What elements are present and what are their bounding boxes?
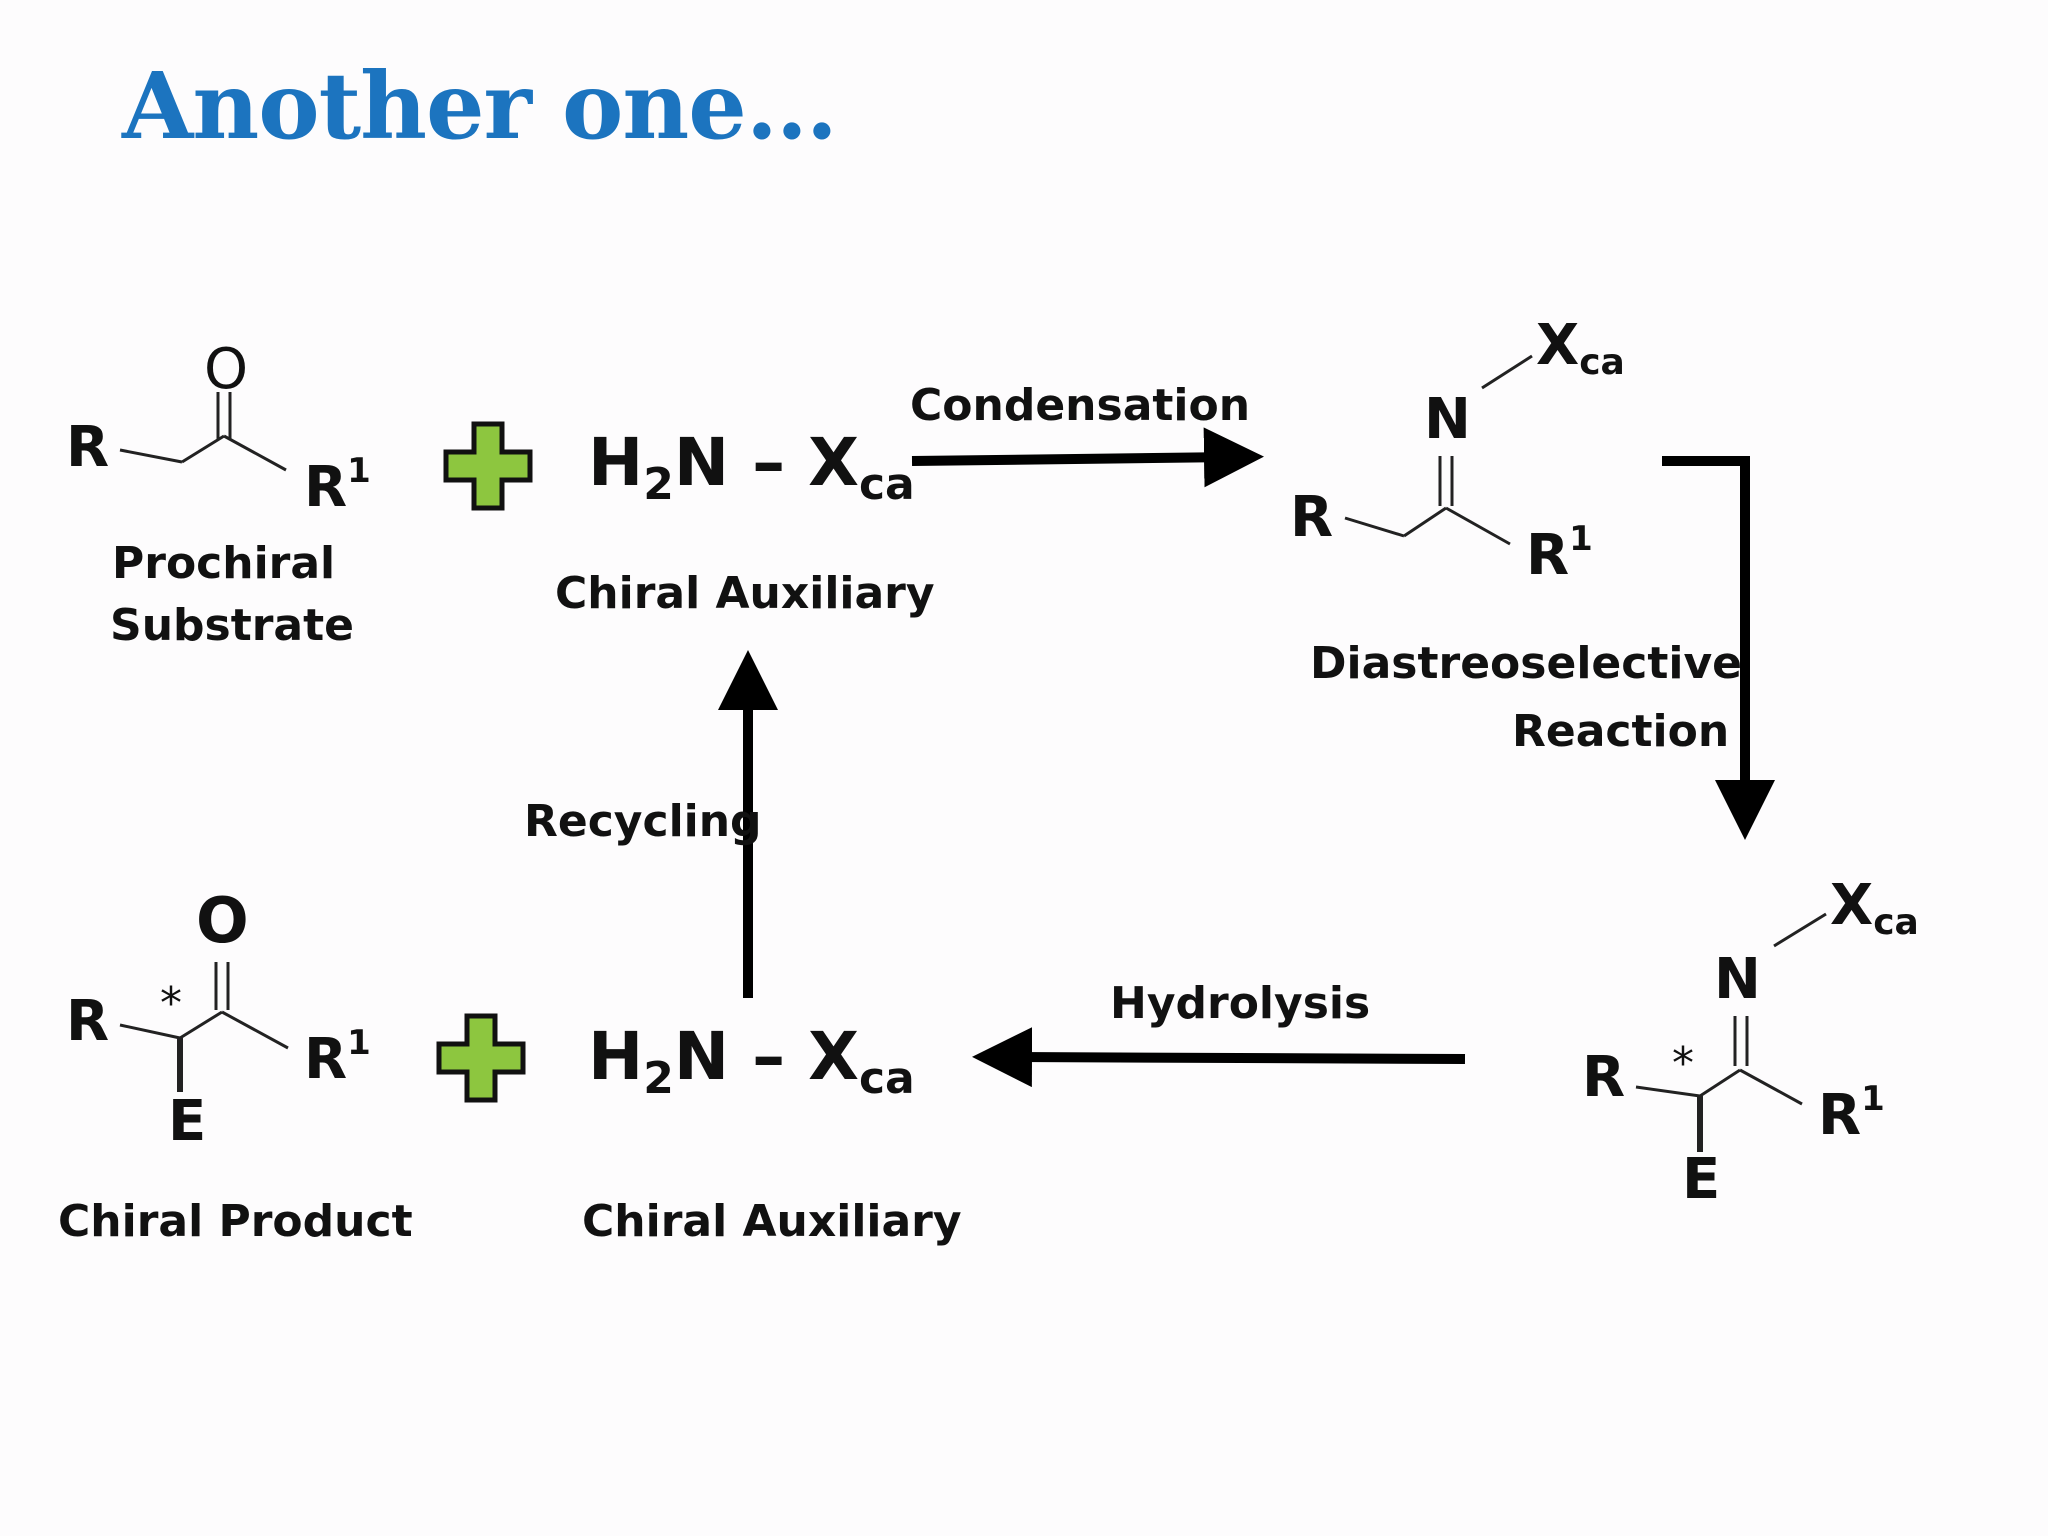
- condensation-arrow: [911, 427, 1264, 488]
- imine-top-r1: R1: [1526, 519, 1593, 588]
- imine-bottom-nitrogen: N: [1714, 947, 1761, 1012]
- imine-bottom-r: R: [1582, 1045, 1626, 1110]
- prochiral-label-line1: Prochiral: [112, 538, 336, 589]
- chiral-product-r1: R1: [304, 1023, 371, 1092]
- chiral-product-bonds: [119, 962, 289, 1092]
- prochiral-label-line2: Substrate: [110, 600, 354, 651]
- slide-title: Another one…: [122, 52, 838, 160]
- diastereoselective-arrow: [1662, 456, 1775, 840]
- chiral-auxiliary-bottom-label: Chiral Auxiliary: [582, 1196, 962, 1247]
- diastereoselective-label-line1: Diastreoselective: [1310, 638, 1742, 689]
- imine-top-xca: Xca: [1536, 313, 1625, 383]
- plus-sign-top: [443, 421, 533, 511]
- hydrolysis-label: Hydrolysis: [1110, 978, 1371, 1029]
- chiral-auxiliary-top-formula: H2N – Xca: [588, 424, 915, 510]
- imine-top-r: R: [1290, 485, 1334, 550]
- prochiral-oxygen: O: [204, 337, 249, 402]
- imine-bottom-xca: Xca: [1830, 873, 1919, 943]
- chiral-product-stereocenter: *: [160, 978, 182, 1029]
- imine-top-nitrogen: N: [1424, 387, 1471, 452]
- imine-bottom-bonds: [1635, 912, 1827, 1152]
- imine-bottom-r1: R1: [1818, 1079, 1885, 1148]
- chiral-auxiliary-bottom-formula: H2N – Xca: [588, 1018, 915, 1104]
- recycling-label: Recycling: [524, 796, 762, 847]
- diastereoselective-label-line2: Reaction: [1512, 706, 1730, 757]
- hydrolysis-arrow: [972, 1027, 1466, 1088]
- prochiral-r: R: [66, 415, 110, 480]
- imine-top-bonds: [1344, 354, 1533, 546]
- condensation-label: Condensation: [910, 380, 1251, 431]
- chiral-product-oxygen: O: [196, 884, 249, 957]
- chiral-product-label: Chiral Product: [58, 1196, 413, 1247]
- chiral-auxiliary-top-label: Chiral Auxiliary: [555, 568, 935, 619]
- chiral-product-e: E: [168, 1089, 207, 1154]
- prochiral-r1: R1: [304, 451, 371, 520]
- imine-bottom-e: E: [1682, 1147, 1721, 1212]
- plus-sign-bottom: [436, 1013, 526, 1103]
- imine-bottom-stereocenter: *: [1672, 1038, 1694, 1089]
- chiral-product-r: R: [66, 989, 110, 1054]
- prochiral-substrate-bonds: [119, 392, 287, 472]
